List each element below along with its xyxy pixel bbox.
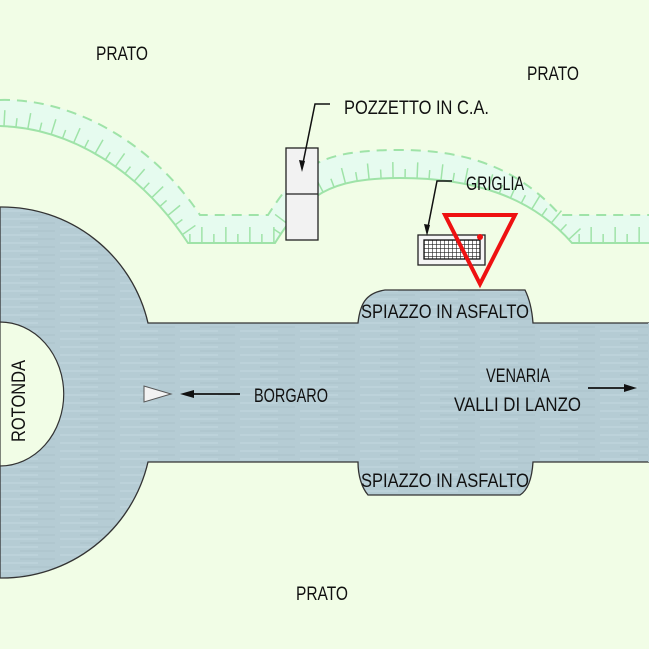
warning-marker[interactable] bbox=[441, 213, 519, 289]
label-griglia: GRIGLIA bbox=[466, 174, 524, 195]
ditch-slope-ticks bbox=[3, 110, 640, 243]
label-prato-bottom: PRATO bbox=[296, 584, 348, 605]
slope-tick bbox=[124, 166, 132, 175]
slope-tick bbox=[273, 228, 282, 235]
griglia-leader bbox=[424, 180, 452, 236]
slope-tick bbox=[559, 223, 568, 232]
slope-tick bbox=[142, 182, 150, 190]
slope-tick bbox=[61, 129, 67, 139]
slope-tick bbox=[181, 224, 196, 236]
slope-tick bbox=[72, 127, 81, 144]
slope-tick bbox=[104, 151, 111, 161]
label-prato-top-right: PRATO bbox=[527, 64, 579, 85]
slope-tick bbox=[50, 119, 57, 135]
ditch-band bbox=[0, 99, 649, 243]
slope-tick bbox=[428, 170, 431, 180]
slope-tick bbox=[498, 184, 504, 194]
slope-tick bbox=[475, 177, 480, 187]
slope-tick bbox=[159, 199, 168, 208]
slope-tick bbox=[3, 110, 6, 127]
leader-arrowhead-icon bbox=[299, 160, 305, 172]
slope-tick bbox=[568, 228, 582, 240]
slope-tick bbox=[151, 186, 164, 199]
slope-tick bbox=[440, 164, 444, 181]
slope-tick bbox=[509, 183, 518, 199]
slope-tick bbox=[83, 139, 90, 149]
label-valli-di-lanzo: VALLI DI LANZO bbox=[454, 395, 581, 416]
label-rotonda: ROTONDA bbox=[9, 360, 30, 442]
rotonda-island bbox=[0, 321, 65, 467]
slope-tick bbox=[15, 118, 18, 128]
leader-arrowhead-icon bbox=[424, 224, 430, 236]
grate-icon[interactable] bbox=[423, 239, 481, 260]
slope-tick bbox=[463, 168, 469, 184]
slope-tick bbox=[416, 162, 419, 179]
slope-tick bbox=[366, 163, 370, 180]
slope-tick bbox=[330, 178, 335, 188]
slope-tick bbox=[133, 168, 146, 182]
slope-tick bbox=[174, 218, 183, 226]
slope-tick bbox=[550, 210, 563, 224]
slope-tick bbox=[94, 139, 104, 154]
marker-point-icon bbox=[477, 234, 483, 240]
slope-tick bbox=[167, 204, 181, 217]
arrow-left-icon bbox=[180, 390, 194, 398]
slope-tick bbox=[452, 172, 456, 182]
label-prato-top-left: PRATO bbox=[96, 44, 148, 65]
slope-tick bbox=[541, 207, 548, 217]
direction-left bbox=[143, 385, 240, 403]
label-pozzetto: POZZETTO IN C.A. bbox=[344, 98, 489, 119]
ditch-dashed-edge bbox=[0, 98, 649, 216]
slope-tick bbox=[531, 195, 541, 210]
slope-tick bbox=[354, 172, 358, 182]
slope-tick bbox=[38, 122, 43, 132]
road-network bbox=[0, 206, 649, 579]
direction-right bbox=[588, 384, 637, 392]
label-borgaro: BORGARO bbox=[254, 386, 328, 407]
red-inverted-triangle-icon[interactable] bbox=[441, 213, 519, 289]
road-surface bbox=[0, 206, 649, 579]
slope-tick bbox=[487, 174, 494, 190]
grate[interactable] bbox=[417, 234, 486, 266]
label-venaria: VENARIA bbox=[486, 366, 550, 387]
slope-tick bbox=[27, 113, 32, 130]
arrow-right-icon bbox=[624, 384, 637, 392]
slope-tick bbox=[340, 167, 347, 184]
slope-tick bbox=[520, 194, 527, 204]
pozzetto-leader bbox=[299, 103, 330, 172]
label-spiazzo-bottom: SPIAZZO IN ASFALTO bbox=[361, 471, 529, 492]
white-triangle-icon bbox=[143, 385, 173, 403]
label-spiazzo-top: SPIAZZO IN ASFALTO bbox=[361, 302, 529, 323]
slope-tick bbox=[114, 153, 126, 167]
drainage-ditch bbox=[0, 98, 649, 244]
